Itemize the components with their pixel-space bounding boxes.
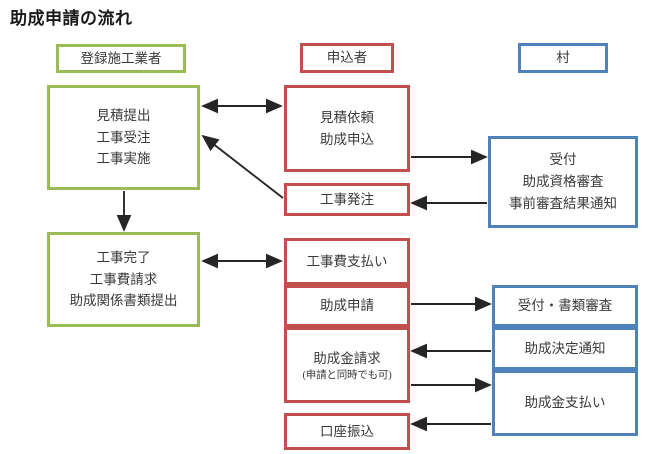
column-header-contractor-label: 登録施工業者 (80, 50, 162, 66)
column-header-applicant-label: 申込者 (326, 50, 368, 66)
box-applicant-payment: 工事費支払い (284, 238, 410, 285)
box-village-decision-notice: 助成決定通知 (492, 327, 638, 370)
box-village-subsidy-payment-line-1: 助成金支払い (524, 395, 606, 411)
box-contractor-lower: 工事完了 工事費請求 助成関係書類提出 (47, 232, 200, 327)
box-applicant-subsidy-claim-line-1: 助成金請求 (313, 350, 381, 366)
column-header-contractor: 登録施工業者 (56, 44, 186, 73)
box-village-document-review: 受付・書類審査 (492, 285, 638, 327)
box-village-reception-line-1: 受付 (549, 152, 577, 168)
box-applicant-quote-line-2: 助成申込 (320, 131, 374, 147)
arrow-applicant-order-to-contractor (201, 134, 284, 199)
box-applicant-transfer: 口座振込 (284, 413, 410, 450)
box-contractor-lower-line-1: 工事完了 (96, 249, 151, 265)
box-village-reception-line-2: 助成資格審査 (522, 174, 604, 190)
box-village-subsidy-payment: 助成金支払い (492, 370, 638, 436)
box-applicant-subsidy-claim-note: (申請と同時でも可) (302, 370, 392, 382)
box-contractor-upper-line-1: 見積提出 (96, 107, 151, 123)
box-village-document-review-line-1: 受付・書類審査 (517, 298, 613, 314)
box-applicant-transfer-line-1: 口座振込 (320, 423, 374, 439)
column-header-applicant: 申込者 (300, 43, 394, 73)
box-contractor-upper-line-2: 工事受注 (96, 129, 151, 145)
box-village-reception-line-3: 事前審査結果通知 (509, 195, 617, 211)
column-header-village-label: 村 (556, 50, 570, 66)
page-title: 助成申請の流れ (10, 9, 133, 28)
box-contractor-lower-line-3: 助成関係書類提出 (69, 293, 178, 309)
box-applicant-order: 工事発注 (284, 183, 410, 216)
box-contractor-upper-line-3: 工事実施 (96, 151, 151, 167)
box-contractor-lower-line-2: 工事費請求 (89, 271, 158, 287)
box-applicant-payment-line-1: 工事費支払い (306, 253, 388, 269)
box-applicant-order-line-1: 工事発注 (320, 191, 374, 207)
box-village-reception: 受付 助成資格審査 事前審査結果通知 (488, 136, 638, 228)
box-applicant-subsidy-application-line-1: 助成申請 (320, 298, 374, 314)
box-applicant-quote: 見積依頼 助成申込 (284, 85, 410, 172)
box-applicant-subsidy-application: 助成申請 (284, 285, 410, 327)
box-contractor-upper: 見積提出 工事受注 工事実施 (47, 85, 200, 190)
box-applicant-quote-line-1: 見積依頼 (320, 109, 374, 125)
box-applicant-subsidy-claim: 助成金請求 (申請と同時でも可) (284, 327, 410, 403)
column-header-village: 村 (518, 43, 608, 73)
box-village-decision-notice-line-1: 助成決定通知 (524, 340, 606, 356)
